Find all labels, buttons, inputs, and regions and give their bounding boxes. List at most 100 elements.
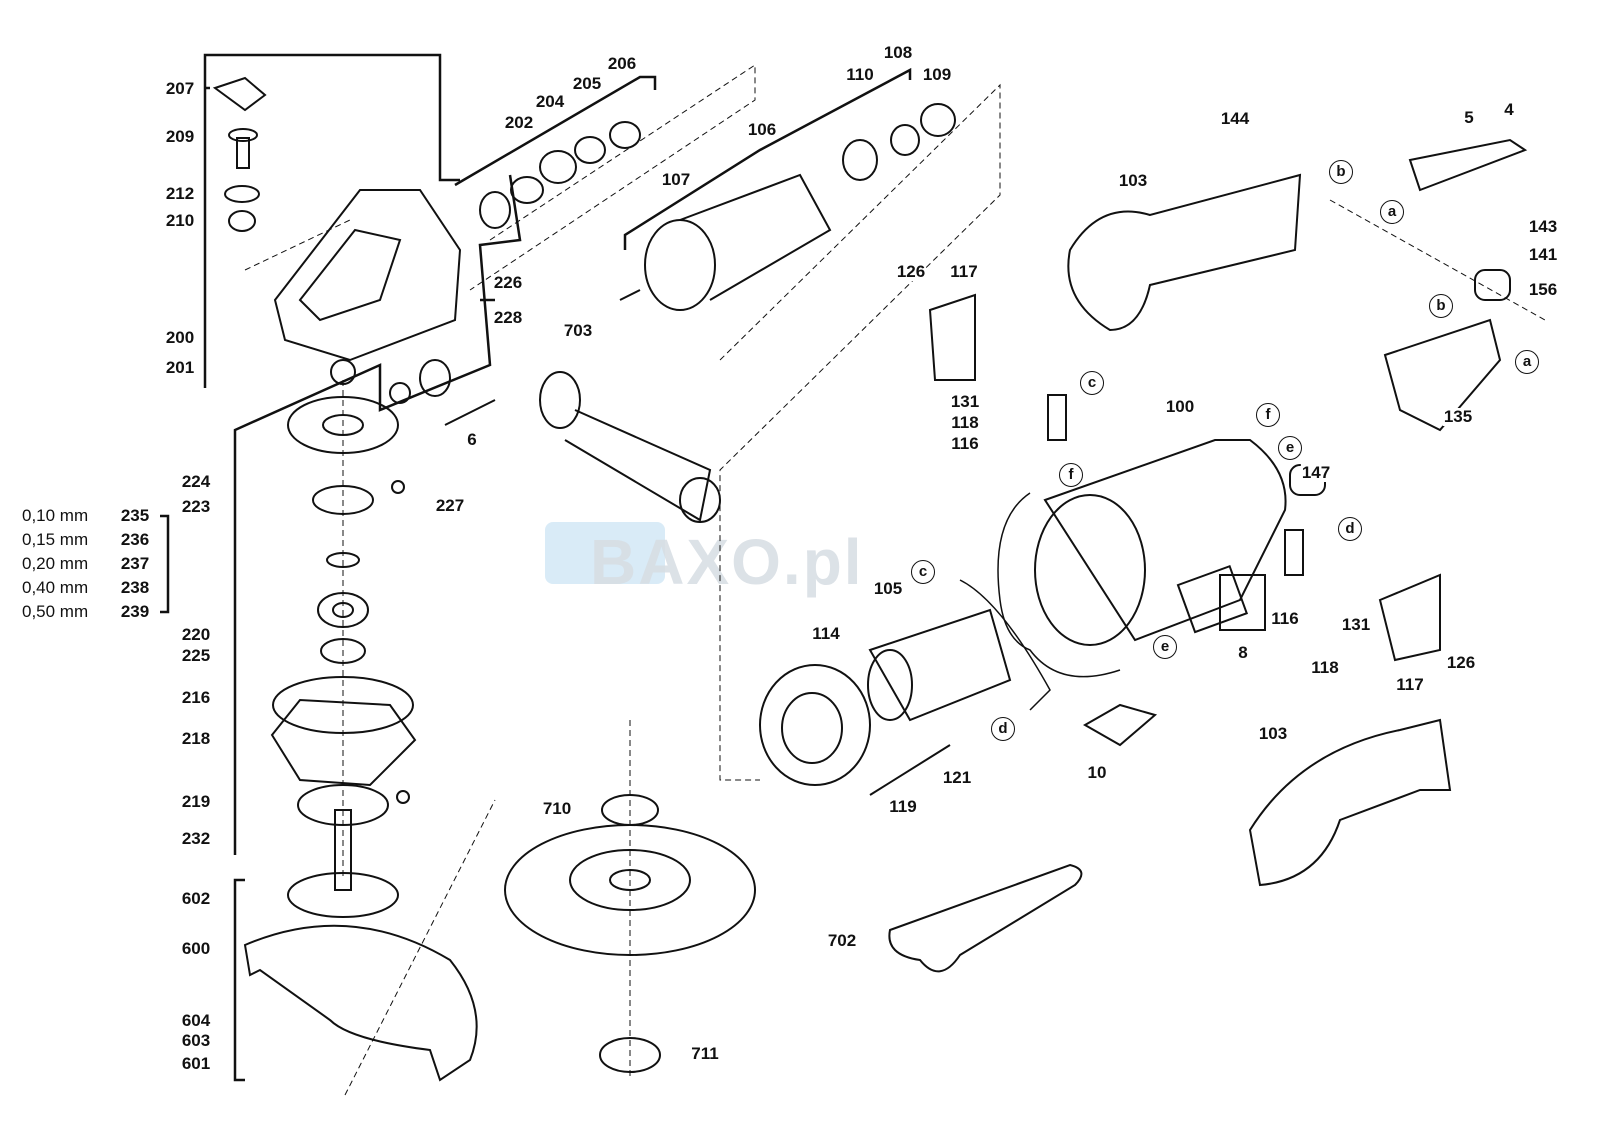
part-label-10: 10 (1086, 763, 1108, 782)
part-label-220: 220 (180, 625, 212, 644)
part-label-117: 117 (949, 262, 979, 281)
part-label-116: 116 (1270, 609, 1300, 628)
part-label-602: 602 (180, 889, 212, 908)
part-label-8: 8 (1237, 643, 1249, 662)
part-label-207: 207 (164, 79, 196, 98)
part-label-131: 131 (949, 392, 981, 411)
connection-marker-c: c (1080, 371, 1104, 395)
dashed-guides (244, 64, 1546, 1096)
part-label-131: 131 (1340, 615, 1372, 634)
wiring (959, 492, 1121, 711)
part-label-135: 135 (1442, 407, 1474, 426)
connection-marker-f: f (1256, 403, 1280, 427)
connection-marker-f: f (1059, 463, 1083, 487)
part-label-118: 118 (1310, 658, 1340, 677)
watermark: BAXO.pl (590, 526, 864, 598)
gear-housing-part (273, 189, 462, 362)
part-label-223: 223 (180, 497, 212, 516)
part-label-144: 144 (1219, 109, 1251, 128)
grinding-disc-part (504, 794, 756, 1073)
small-parts (212, 76, 478, 1082)
connection-marker-b: b (1329, 160, 1353, 184)
part-label-103: 103 (1257, 724, 1289, 743)
part-label-200: 200 (164, 328, 196, 347)
part-label-703: 703 (562, 321, 594, 340)
part-label-226: 226 (492, 273, 524, 292)
connection-marker-e: e (1153, 635, 1177, 659)
part-label-147: 147 (1300, 463, 1332, 482)
connection-marker-b: b (1429, 294, 1453, 318)
part-label-126: 126 (1445, 653, 1477, 672)
connection-marker-a: a (1380, 200, 1404, 224)
part-label-126: 126 (895, 262, 927, 281)
connection-marker-a: a (1515, 350, 1539, 374)
part-label-103: 103 (1117, 171, 1149, 190)
part-label-5: 5 (1463, 108, 1475, 127)
part-label-232: 232 (180, 829, 212, 848)
part-label-224: 224 (180, 472, 212, 491)
part-label-216: 216 (180, 688, 212, 707)
part-label-604: 604 (180, 1011, 212, 1030)
part-label-218: 218 (180, 729, 212, 748)
brush-holder-parts (869, 269, 1511, 796)
part-label-117: 117 (1395, 675, 1425, 694)
shim-size-label: 0,40 mm (22, 578, 89, 597)
part-label-100: 100 (1164, 397, 1196, 416)
part-label-702: 702 (826, 931, 858, 950)
part-label-6: 6 (466, 430, 478, 449)
part-label-236: 236 (119, 530, 151, 549)
part-label-228: 228 (492, 308, 524, 327)
connection-marker-d: d (1338, 517, 1362, 541)
part-label-206: 206 (606, 54, 638, 73)
part-label-109: 109 (921, 65, 953, 84)
spanner-part (888, 863, 1083, 973)
part-label-143: 143 (1527, 217, 1559, 236)
part-label-238: 238 (119, 578, 151, 597)
part-label-600: 600 (180, 939, 212, 958)
part-label-205: 205 (571, 74, 603, 93)
part-label-108: 108 (882, 43, 914, 62)
side-handle-part (389, 359, 721, 523)
connection-marker-e: e (1278, 436, 1302, 460)
part-label-110: 110 (845, 65, 875, 84)
armature-part (479, 103, 956, 311)
part-label-225: 225 (180, 646, 212, 665)
part-label-121: 121 (941, 768, 973, 787)
shim-size-label: 0,10 mm (22, 506, 89, 525)
part-label-603: 603 (180, 1031, 212, 1050)
part-label-204: 204 (534, 92, 566, 111)
part-label-116: 116 (950, 434, 980, 453)
part-label-237: 237 (119, 554, 151, 573)
part-label-210: 210 (164, 211, 196, 230)
part-label-710: 710 (541, 799, 573, 818)
bracket-lines (160, 53, 912, 1082)
part-label-4: 4 (1503, 100, 1515, 119)
shim-size-label: 0,50 mm (22, 602, 89, 621)
watermark-logo (545, 522, 665, 584)
part-label-156: 156 (1527, 280, 1559, 299)
shim-size-label: 0,15 mm (22, 530, 89, 549)
part-label-106: 106 (746, 120, 778, 139)
part-label-601: 601 (180, 1054, 212, 1073)
part-label-209: 209 (164, 127, 196, 146)
part-label-219: 219 (180, 792, 212, 811)
part-label-114: 114 (811, 624, 841, 643)
part-label-118: 118 (950, 413, 980, 432)
part-label-227: 227 (434, 496, 466, 515)
part-label-119: 119 (888, 797, 918, 816)
part-label-235: 235 (119, 506, 151, 525)
part-label-239: 239 (119, 602, 151, 621)
part-label-711: 711 (690, 1044, 720, 1063)
handle-part (1067, 138, 1528, 887)
shim-size-label: 0,20 mm (22, 554, 89, 573)
part-label-201: 201 (164, 358, 196, 377)
connection-marker-c: c (911, 560, 935, 584)
part-label-202: 202 (503, 113, 535, 132)
part-label-105: 105 (872, 579, 904, 598)
connection-marker-d: d (991, 717, 1015, 741)
stator-part (759, 608, 1012, 786)
part-label-141: 141 (1527, 245, 1559, 264)
part-label-212: 212 (164, 184, 196, 203)
